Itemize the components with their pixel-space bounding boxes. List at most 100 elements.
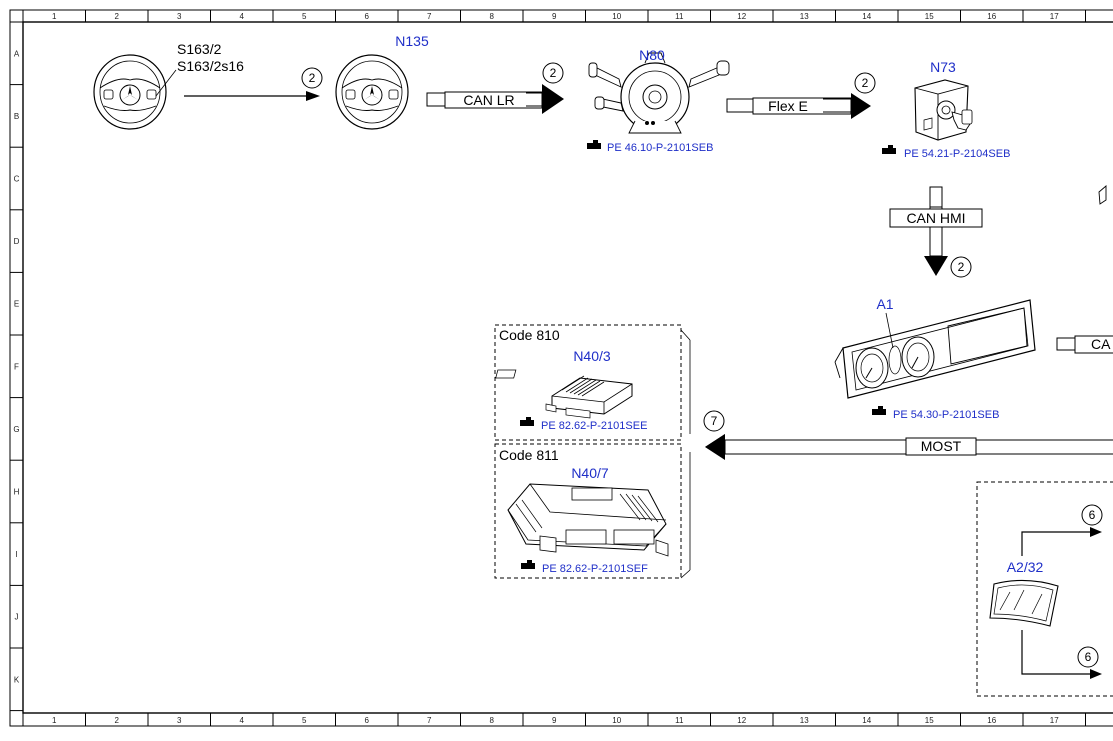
grid-row-label: F — [14, 362, 19, 371]
code-811-box — [494, 443, 682, 579]
a2-32-box — [976, 481, 1113, 697]
n40-3-reference: PE 82.62-P-2101SEE — [520, 417, 647, 432]
a1-label: A1 — [876, 296, 893, 312]
n80-reference: PE 46.10-P-2101SEB — [587, 140, 713, 154]
signal-line-a2-32-up — [1021, 531, 1090, 556]
grid-row-label: K — [14, 675, 20, 684]
grid-column-label-top: 10 — [612, 12, 621, 21]
bus-can-hmi — [889, 186, 983, 276]
grid-column-label-bottom: 10 — [612, 716, 621, 725]
grid-column-label-top: 15 — [925, 12, 934, 21]
bus-most — [705, 434, 1113, 460]
marker-circle-m4 — [950, 256, 972, 278]
bus-can-partial-label: CA — [1091, 336, 1111, 352]
n40-7-reference: PE 82.62-P-2101SEF — [521, 560, 648, 575]
grid-column-label-top: 8 — [490, 12, 495, 21]
pointing-hand-icon — [882, 145, 896, 154]
grid-column-label-top: 1 — [52, 12, 57, 21]
n40-3-reference-text[interactable]: PE 82.62-P-2101SEE — [541, 420, 647, 432]
pointing-hand-icon — [587, 140, 601, 149]
grid-column-label-top: 11 — [675, 12, 684, 21]
pointing-hand-icon — [872, 406, 886, 415]
arrow-head-icon — [1090, 527, 1102, 537]
grid-column-label-top: 4 — [240, 12, 245, 21]
instrument-cluster-a1-icon — [834, 299, 1036, 399]
arrow-head-icon — [705, 434, 725, 460]
grid-column-label-top: 3 — [177, 12, 182, 21]
marker-m6-text: 6 — [1089, 508, 1096, 522]
n73-reference: PE 54.21-P-2104SEB — [882, 145, 1010, 160]
diagram-frame — [9, 9, 1113, 727]
steering-column-module-n80-icon — [588, 52, 730, 134]
grid-row-label: A — [14, 49, 20, 58]
marker-m3-text: 2 — [862, 76, 869, 90]
grid-column-label-bottom: 14 — [862, 716, 871, 725]
code-811-label: Code 811 — [499, 447, 559, 463]
n40-3-label: N40/3 — [573, 348, 611, 364]
marker-m4-text: 2 — [958, 260, 965, 274]
grid-column-label-bottom: 11 — [675, 716, 684, 725]
code-810-box — [494, 324, 682, 441]
n80-label: N80 — [639, 47, 665, 63]
n40-7-label: N40/7 — [571, 465, 609, 481]
arrow-head-icon — [924, 256, 948, 276]
bus-can-lr-label: CAN LR — [463, 92, 514, 108]
steering-wheel-n135-icon — [335, 54, 409, 130]
grid-row-label: H — [14, 488, 20, 497]
marker-m7-text: 6 — [1085, 650, 1092, 664]
grid-column-label-bottom: 17 — [1050, 716, 1059, 725]
grid-column-label-top: 6 — [365, 12, 370, 21]
grid-column-label-top: 16 — [987, 12, 996, 21]
control-unit-n40-3-icon — [495, 369, 633, 419]
arrow-head-icon — [306, 91, 320, 101]
a2-32-label: A2/32 — [1007, 559, 1044, 575]
n73-reference-text[interactable]: PE 54.21-P-2104SEB — [904, 148, 1010, 160]
grid-row-label: G — [13, 425, 19, 434]
grid-column-label-bottom: 12 — [737, 716, 746, 725]
grid-column-label-bottom: 3 — [177, 716, 182, 725]
bus-flex-e — [726, 93, 871, 119]
n80-reference-text[interactable]: PE 46.10-P-2101SEB — [607, 142, 713, 154]
control-unit-n40-7-icon — [507, 483, 669, 557]
partial-component-icon — [1098, 185, 1107, 205]
arrow-head-icon — [1090, 669, 1102, 679]
grid-column-label-bottom: 7 — [427, 716, 432, 725]
n73-label: N73 — [930, 59, 956, 75]
grid-row-labels: ABCDEFGHIJKL — [13, 49, 20, 741]
grid-column-label-bottom: 13 — [800, 716, 809, 725]
grid-column-label-bottom: 4 — [240, 716, 245, 725]
marker-m2-text: 2 — [550, 66, 557, 80]
grid-column-label-top: 2 — [115, 12, 120, 21]
grid-column-label-bottom: 5 — [302, 716, 307, 725]
grid-column-label-top: 5 — [302, 12, 307, 21]
grid-column-label-bottom: 15 — [925, 716, 934, 725]
marker-circle-m2 — [542, 62, 564, 84]
grid-column-label-bottom: 2 — [115, 716, 120, 725]
grid-column-label-top: 14 — [862, 12, 871, 21]
grid-column-label-bottom: 8 — [490, 716, 495, 725]
marker-circle-m5 — [703, 410, 725, 432]
n40-7-reference-text[interactable]: PE 82.62-P-2101SEF — [542, 563, 648, 575]
marker-circle-m7 — [1077, 646, 1099, 668]
a1-reference-text[interactable]: PE 54.30-P-2101SEB — [893, 409, 999, 421]
marker-m1-text: 2 — [309, 71, 316, 85]
grid-column-label-bottom: 6 — [365, 716, 370, 725]
signal-line-a2-32-down — [1021, 630, 1090, 675]
n135-label: N135 — [395, 33, 429, 49]
grid-row-label: C — [14, 175, 20, 184]
a1-reference: PE 54.30-P-2101SEB — [872, 406, 999, 421]
a1-leader-line — [885, 312, 894, 349]
arrow-head-icon — [542, 84, 564, 114]
grid-column-label-bottom: 1 — [52, 716, 57, 725]
grid-row-label: E — [14, 300, 19, 309]
grid-column-label-bottom: 9 — [552, 716, 557, 725]
bus-most-label: MOST — [921, 438, 962, 454]
grid-column-label-bottom: 16 — [987, 716, 996, 725]
marker-circle-m3 — [854, 72, 876, 94]
bus-can-lr — [426, 84, 564, 114]
grid-row-label: J — [15, 613, 19, 622]
grid-column-label-top: 12 — [737, 12, 746, 21]
pointing-hand-icon — [521, 560, 535, 569]
